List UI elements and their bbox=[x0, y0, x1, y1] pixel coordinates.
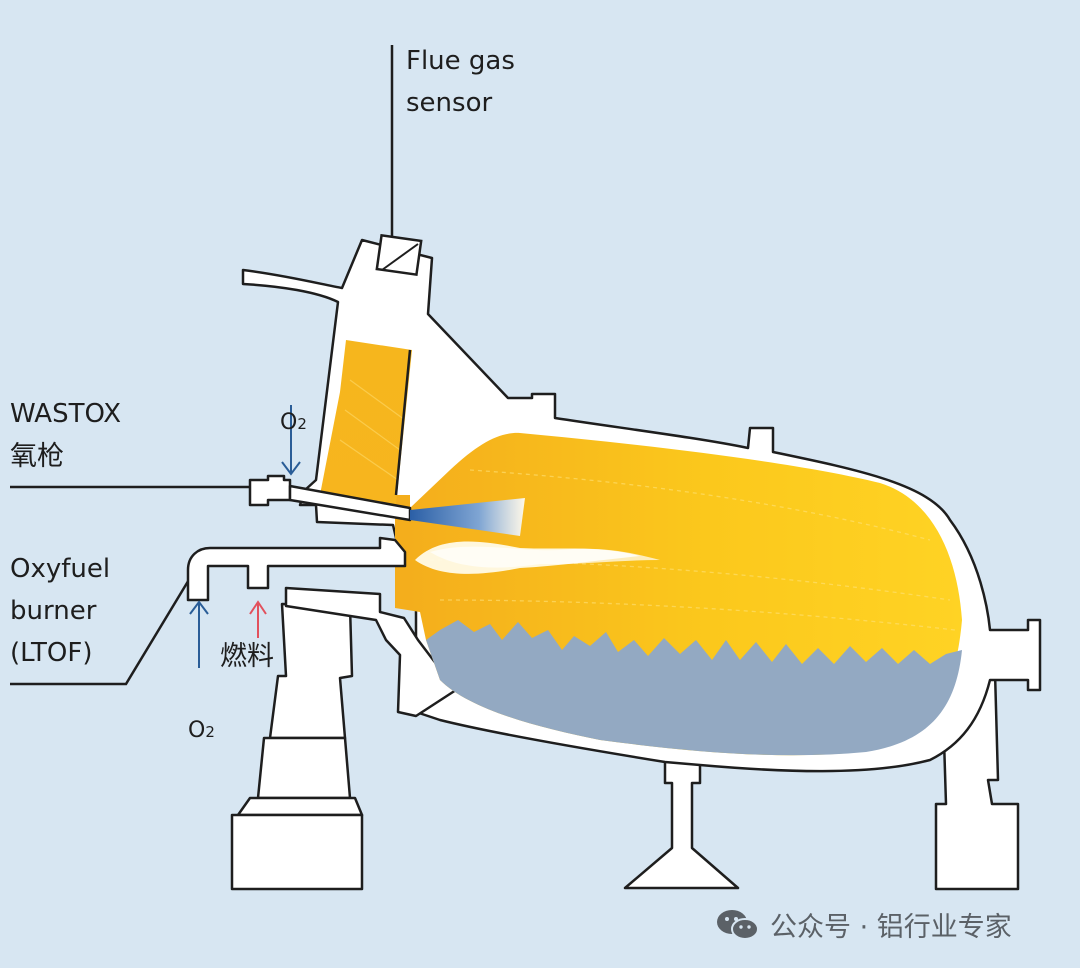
label-wastox-cn: 氧枪 bbox=[10, 441, 64, 472]
label-o2-bottom: O2 bbox=[188, 718, 215, 743]
wechat-icon bbox=[717, 909, 759, 940]
melt-texture bbox=[429, 469, 956, 631]
label-flue-gas-sensor: Flue gas sensor bbox=[406, 46, 515, 118]
watermark: 公众号 · 铝行业专家 bbox=[716, 905, 1012, 944]
fuel-arrow bbox=[249, 600, 267, 638]
label-o2-top: O2 bbox=[280, 410, 307, 435]
o2-arrow-bottom bbox=[189, 600, 209, 668]
metal-bath bbox=[426, 620, 962, 756]
label-wastox: WASTOX bbox=[10, 399, 122, 429]
oxyfuel-leader-line bbox=[10, 577, 192, 686]
burner-flame bbox=[415, 541, 660, 574]
center-support bbox=[623, 750, 740, 890]
duct-partition bbox=[394, 349, 412, 496]
watermark-text: 公众号 · 铝行业专家 bbox=[770, 912, 1012, 943]
oxygen-jet bbox=[410, 498, 525, 536]
left-support bbox=[230, 602, 364, 891]
furnace-lower-lip bbox=[284, 586, 458, 718]
oxyfuel-burner bbox=[186, 536, 407, 602]
flue-gas-sensor-box bbox=[375, 233, 423, 277]
label-fuel-cn: 燃料 bbox=[220, 641, 274, 672]
o2-arrow-top bbox=[281, 405, 301, 476]
label-oxyfuel-burner: Oxyfuel burner (LTOF) bbox=[10, 554, 111, 668]
